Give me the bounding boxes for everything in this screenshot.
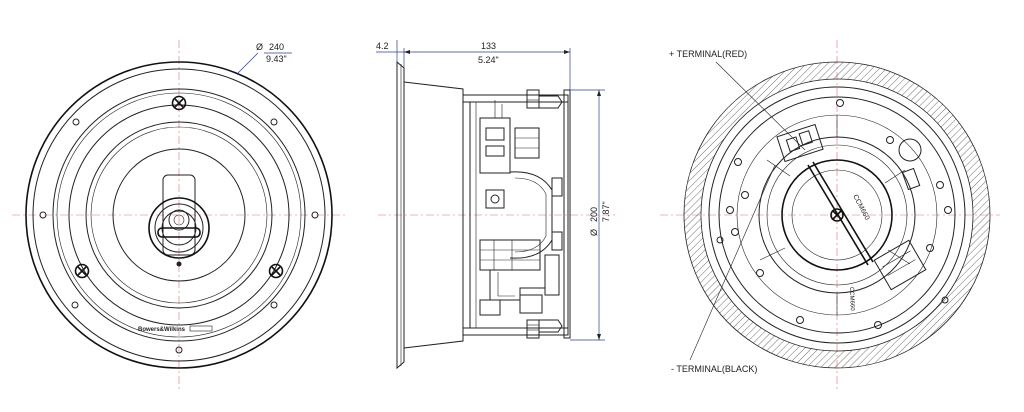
tweeter-pivot-bar bbox=[157, 227, 201, 238]
front-bezel-inner bbox=[32, 68, 326, 362]
front-diameter-mm: 240 bbox=[269, 42, 284, 52]
clamp-screw-left bbox=[74, 263, 90, 279]
rear-screws bbox=[716, 99, 952, 329]
rear-spider-inner bbox=[766, 144, 908, 286]
rear-magnet-inner bbox=[791, 169, 883, 261]
side-clamp-bottom bbox=[526, 319, 563, 339]
front-grille bbox=[52, 88, 306, 342]
side-clamp-top bbox=[526, 89, 563, 109]
side-wiring bbox=[479, 239, 560, 316]
terminal-black-leader bbox=[689, 164, 776, 361]
cutout-symbol: Ø bbox=[589, 229, 599, 236]
front-surround bbox=[85, 121, 273, 309]
rear-inner-ring bbox=[708, 86, 966, 344]
side-basket bbox=[462, 94, 569, 336]
cutout-dimension-mm: 200 bbox=[589, 207, 599, 222]
side-rear-plate bbox=[563, 89, 571, 339]
cutout-dimension-in: 7.87" bbox=[601, 201, 611, 222]
side-crossover bbox=[479, 100, 540, 174]
terminal-black-label: - TERMINAL(BLACK) bbox=[671, 364, 757, 374]
clamp-screw-right bbox=[268, 263, 284, 279]
side-flange bbox=[396, 60, 405, 370]
tweeter-screw bbox=[176, 261, 182, 267]
front-cone-outer bbox=[68, 104, 290, 326]
rear-center-screw bbox=[830, 208, 844, 222]
rear-flange-ring bbox=[683, 61, 991, 369]
depth-dimension-in: 5.24" bbox=[478, 55, 499, 65]
tweeter-housing bbox=[148, 197, 210, 259]
side-view: 4.2 133 5.24" Ø 200 7.87" bbox=[376, 40, 615, 370]
rear-view: CCM660 CCM660 bbox=[660, 40, 1000, 392]
side-magnet bbox=[485, 171, 563, 259]
depth-dimension-mm: 133 bbox=[481, 41, 496, 51]
clamp-screw-top bbox=[171, 95, 187, 111]
front-grille-inner bbox=[56, 92, 302, 338]
tweeter-dome-center bbox=[173, 214, 185, 226]
rear-basket bbox=[718, 96, 956, 334]
rear-basket-spokes bbox=[759, 115, 911, 315]
rear-crossover-board bbox=[873, 239, 927, 291]
tweeter-dome bbox=[168, 209, 190, 231]
front-cone bbox=[112, 148, 246, 282]
terminal-red-label: + TERMINAL(RED) bbox=[669, 49, 747, 59]
flange-dimension: 4.2 bbox=[376, 41, 389, 51]
rear-terminal-block bbox=[776, 123, 824, 163]
cone-label: CCM660 bbox=[848, 287, 855, 312]
magnet-label: CCM660 bbox=[851, 194, 870, 222]
front-mounting-holes bbox=[39, 118, 319, 354]
front-surround-inner bbox=[90, 126, 268, 304]
terminal-red-leader bbox=[715, 61, 806, 151]
tweeter-bridge bbox=[162, 174, 196, 256]
front-diameter-symbol: Ø bbox=[256, 42, 263, 52]
front-bezel-outer bbox=[25, 61, 333, 369]
brand-logo-text: Bowers&Wilkins bbox=[138, 327, 186, 333]
tweeter-ring bbox=[154, 203, 204, 253]
front-diameter-in: 9.43" bbox=[266, 54, 287, 64]
badge-icon bbox=[189, 325, 213, 332]
front-view: Bowers&Wilkins Ø 240 9.43" bbox=[12, 40, 345, 390]
rear-magnet bbox=[781, 159, 893, 271]
front-diameter-leader bbox=[237, 52, 259, 74]
rear-capacitor bbox=[898, 138, 922, 191]
